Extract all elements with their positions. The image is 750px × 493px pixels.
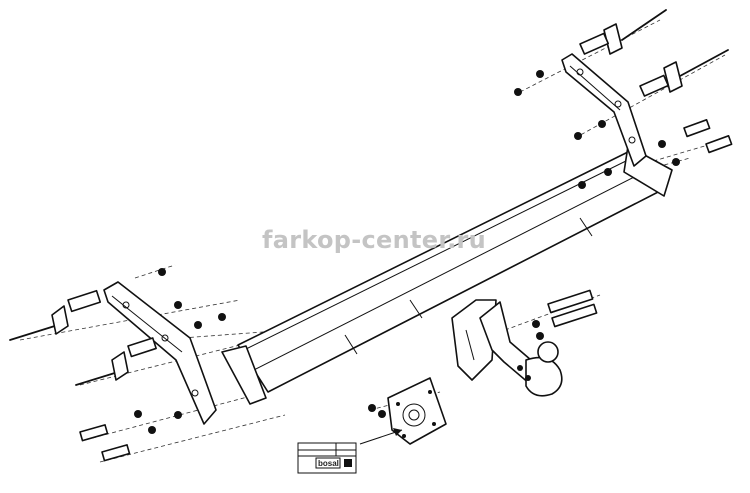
- right-bolts-and-spacers: [514, 9, 733, 189]
- cross-beam: [221, 145, 673, 405]
- label-plate: [297, 442, 357, 474]
- tow-ball-bolts: [368, 289, 598, 418]
- right-mounting-bracket: [561, 53, 647, 167]
- label-plate-brand: bosal: [318, 459, 339, 468]
- watermark-text: farkop-center.ru: [262, 226, 487, 254]
- arrow-head-icon: [393, 428, 402, 436]
- tow-ball-assembly: [451, 299, 563, 397]
- electrical-socket-plate: [387, 377, 447, 445]
- left-bolts-and-spacers: [9, 268, 226, 462]
- left-mounting-bracket: [103, 281, 217, 425]
